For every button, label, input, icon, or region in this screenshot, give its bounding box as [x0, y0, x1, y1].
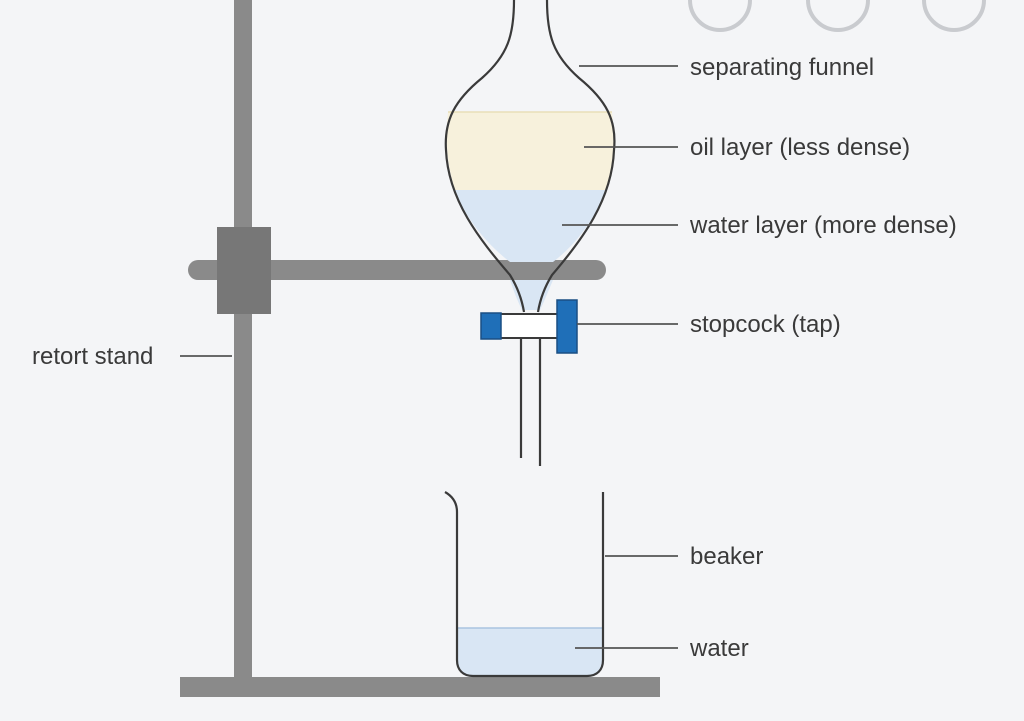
funnel-liquids: [446, 111, 614, 310]
retort-stand: [180, 0, 660, 697]
funnel-left-wall: [444, 0, 526, 313]
label-oil-layer: oil layer (less dense): [690, 134, 910, 161]
water-below-clamp: [510, 280, 553, 310]
top-edge-circles: [688, 0, 986, 32]
labels: separating funnel oil layer (less dense)…: [32, 54, 957, 662]
oil-layer: [446, 112, 614, 190]
funnel-right-wall: [536, 0, 616, 313]
label-separating-funnel: separating funnel: [690, 54, 874, 81]
stand-base: [180, 677, 660, 697]
beaker-outline: [444, 491, 605, 678]
label-stopcock: stopcock (tap): [690, 311, 841, 338]
boss-clamp: [217, 227, 271, 314]
stand-rod: [234, 0, 252, 690]
stopcock-left-cap: [480, 312, 502, 340]
label-water: water: [689, 635, 749, 662]
water-layer: [455, 190, 606, 262]
label-beaker: beaker: [690, 543, 763, 570]
beaker: [444, 491, 605, 678]
stopcock-handle: [556, 299, 578, 354]
label-water-layer: water layer (more dense): [689, 212, 957, 239]
separating-funnel: [444, 0, 616, 466]
beaker-water: [457, 628, 603, 676]
stopcock: [480, 299, 578, 354]
stopcock-barrel: [496, 313, 564, 339]
leader-lines: [180, 65, 678, 649]
label-retort-stand: retort stand: [32, 343, 153, 370]
